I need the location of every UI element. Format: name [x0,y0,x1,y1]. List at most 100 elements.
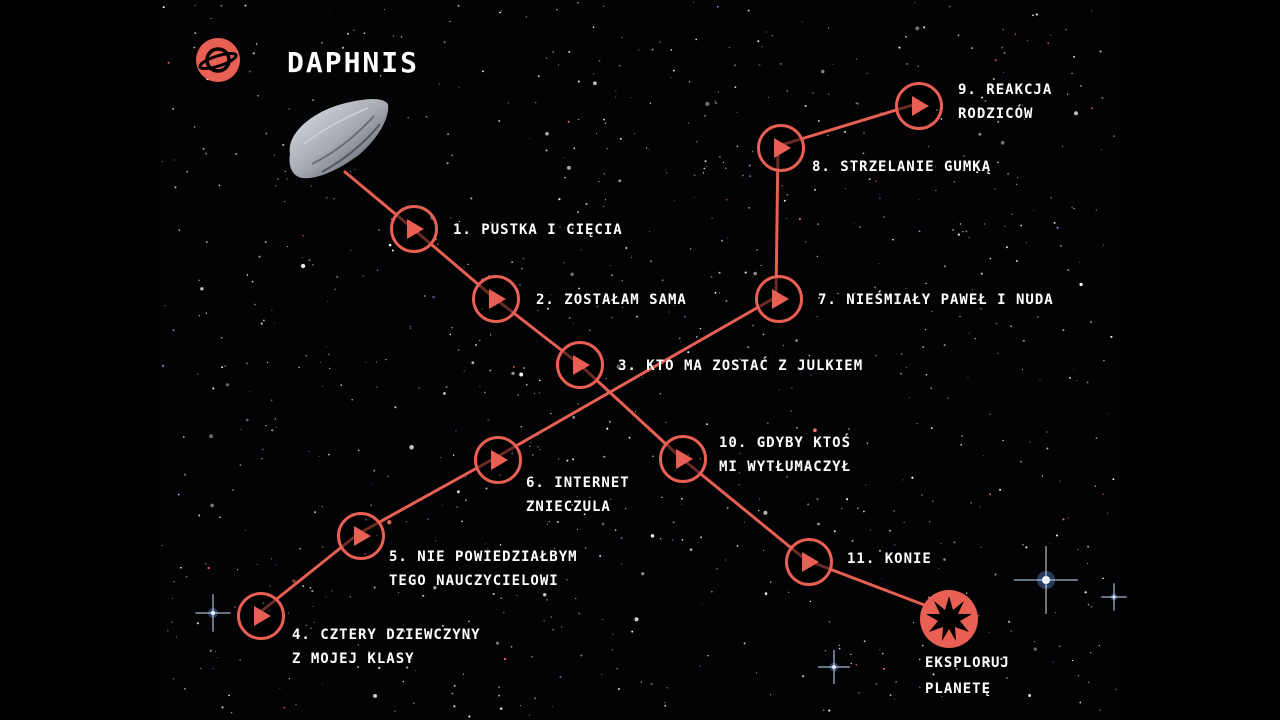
star [167,629,169,632]
star [351,398,354,401]
star [1020,460,1022,463]
star [736,145,739,148]
star [598,180,600,183]
star [1079,282,1083,287]
star [786,218,788,220]
star [684,316,686,318]
star [768,96,769,98]
star [725,299,728,302]
star [959,315,961,318]
star [271,309,273,311]
explore-planet-button[interactable] [918,588,980,650]
episode-4-play-button[interactable] [237,592,285,640]
star [438,83,440,85]
star [997,120,1000,123]
star [198,514,201,517]
star [710,275,713,278]
star [260,322,263,325]
star [747,9,750,12]
episode-4-label[interactable]: 4. CZTERY DZIEWCZYNY Z MOJEJ KLASY [292,623,481,671]
star [856,58,857,60]
star [456,506,458,508]
star [406,666,409,669]
episode-10-play-button[interactable] [659,435,707,483]
episode-3-play-button[interactable] [556,341,604,389]
star [161,545,163,546]
star [553,547,555,549]
star [375,361,377,363]
star [487,419,490,422]
star [313,621,316,624]
star [567,120,570,123]
star [545,149,548,152]
episode-8-play-button[interactable] [757,124,805,172]
episode-6-label[interactable]: 6. INTERNET ZNIECZULA [526,471,630,519]
star [609,498,612,501]
episode-11-label[interactable]: 11. KONIE [847,547,932,571]
episode-5-label[interactable]: 5. NIE POWIEDZIAŁBYM TEGO NAUCZYCIELOWI [389,545,578,593]
episode-8-label[interactable]: 8. STRZELANIE GUMKĄ [812,155,991,179]
star [1025,546,1028,549]
episode-title: 8. STRZELANIE GUMKĄ [812,159,992,175]
star [196,622,199,625]
star [1098,645,1100,647]
star [1073,56,1075,58]
star [596,132,598,134]
star [905,35,907,38]
star [665,169,667,171]
star [903,521,905,523]
star [291,64,293,67]
episode-9-play-button[interactable] [895,82,943,130]
episode-10-label[interactable]: 10. GDYBY KTOŚ MI WYTŁUMACZYŁ [719,431,851,479]
star [172,329,175,331]
star [234,606,236,608]
star [802,675,805,678]
star [547,524,549,526]
episode-6-play-button[interactable] [474,436,522,484]
star [841,507,843,510]
star [1094,485,1096,487]
star [498,694,501,697]
star [175,636,178,638]
episode-2-label[interactable]: 2. ZOSTAŁAM SAMA [536,288,687,312]
star [982,455,984,457]
episode-3-label[interactable]: 3. KTO MA ZOSTAĆ Z JULKIEM [618,354,863,378]
star [212,387,215,390]
star [1003,52,1006,54]
episode-7-play-button[interactable] [755,275,803,323]
star [751,150,754,153]
star [999,488,1002,491]
star [349,596,352,598]
star [855,664,858,666]
episode-2-play-button[interactable] [472,275,520,323]
star [925,373,928,376]
explore-planet-label[interactable]: EKSPLORUJ PLANETĘ [925,650,1010,702]
star [786,193,789,196]
star [782,344,785,347]
star [586,508,589,512]
star [603,455,606,458]
star [758,63,761,66]
episode-11-play-button[interactable] [785,538,833,586]
star [995,322,998,325]
star [898,46,901,49]
episode-1-play-button[interactable] [390,205,438,253]
star [938,568,940,570]
episode-5-play-button[interactable] [337,512,385,560]
star [451,574,453,576]
episode-9-label[interactable]: 9. REAKCJA RODZICÓW [958,78,1052,126]
episode-1-label[interactable]: 1. PUSTKA I CIĘCIA [453,218,623,242]
star [1002,439,1004,442]
star [333,198,335,200]
star [741,174,744,177]
star [714,291,717,294]
star [1033,647,1037,651]
star [847,428,850,431]
star [487,548,489,550]
star [402,680,405,683]
star [534,697,536,700]
star [961,435,963,437]
episode-7-label[interactable]: 7. NIEŚMIAŁY PAWEŁ I NUDA [818,288,1054,312]
star [240,428,242,430]
star [724,365,726,368]
